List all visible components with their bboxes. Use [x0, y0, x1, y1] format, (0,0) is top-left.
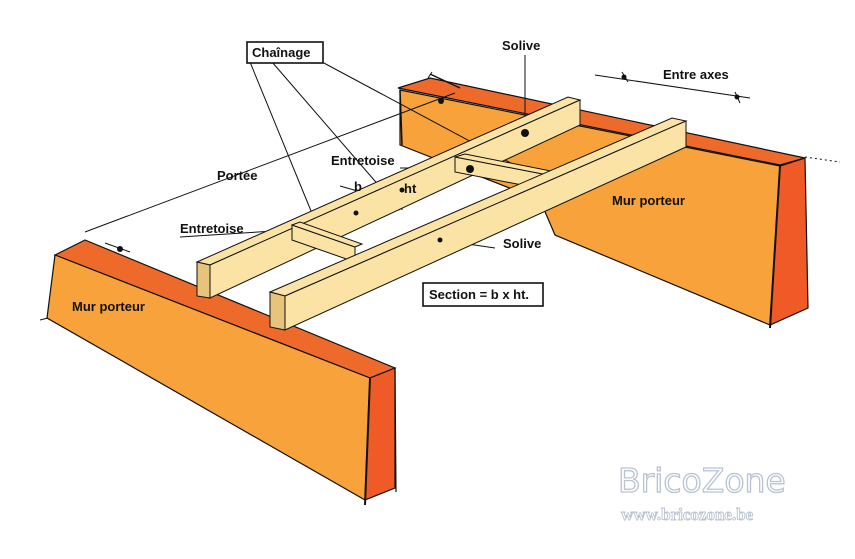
ht-label: ht [404, 181, 417, 196]
entretoise-label-top: Entretoise [331, 153, 395, 168]
b-label: b [354, 179, 362, 194]
chainage-label-group: Chaînage [246, 41, 324, 64]
entretoise-label-left: Entretoise [180, 221, 244, 236]
front-joist-end [269, 291, 286, 331]
mur-porteur-label-right: Mur porteur [612, 193, 685, 208]
solive-label-bottom: Solive [503, 236, 541, 251]
chainage-leader-left [249, 61, 319, 229]
watermark-brand: BricoZone [618, 461, 786, 500]
watermark-url: www.bricozone.be [621, 505, 754, 524]
left-wall [39, 239, 397, 506]
back-joist-end [196, 261, 211, 299]
mur-porteur-label-left: Mur porteur [72, 299, 145, 314]
entre-axes-label: Entre axes [663, 67, 729, 82]
section-label-group: Section = b x ht. [422, 282, 544, 307]
portee-dimension-line [84, 92, 456, 233]
section-label: Section = b x ht. [429, 287, 529, 302]
entre-axes-dimension-line [594, 74, 751, 99]
portee-label: Portée [217, 168, 257, 183]
solive-label-top: Solive [502, 38, 540, 53]
wood-structure [195, 96, 688, 331]
chainage-label: Chaînage [252, 45, 311, 60]
marker-dots [117, 74, 740, 252]
